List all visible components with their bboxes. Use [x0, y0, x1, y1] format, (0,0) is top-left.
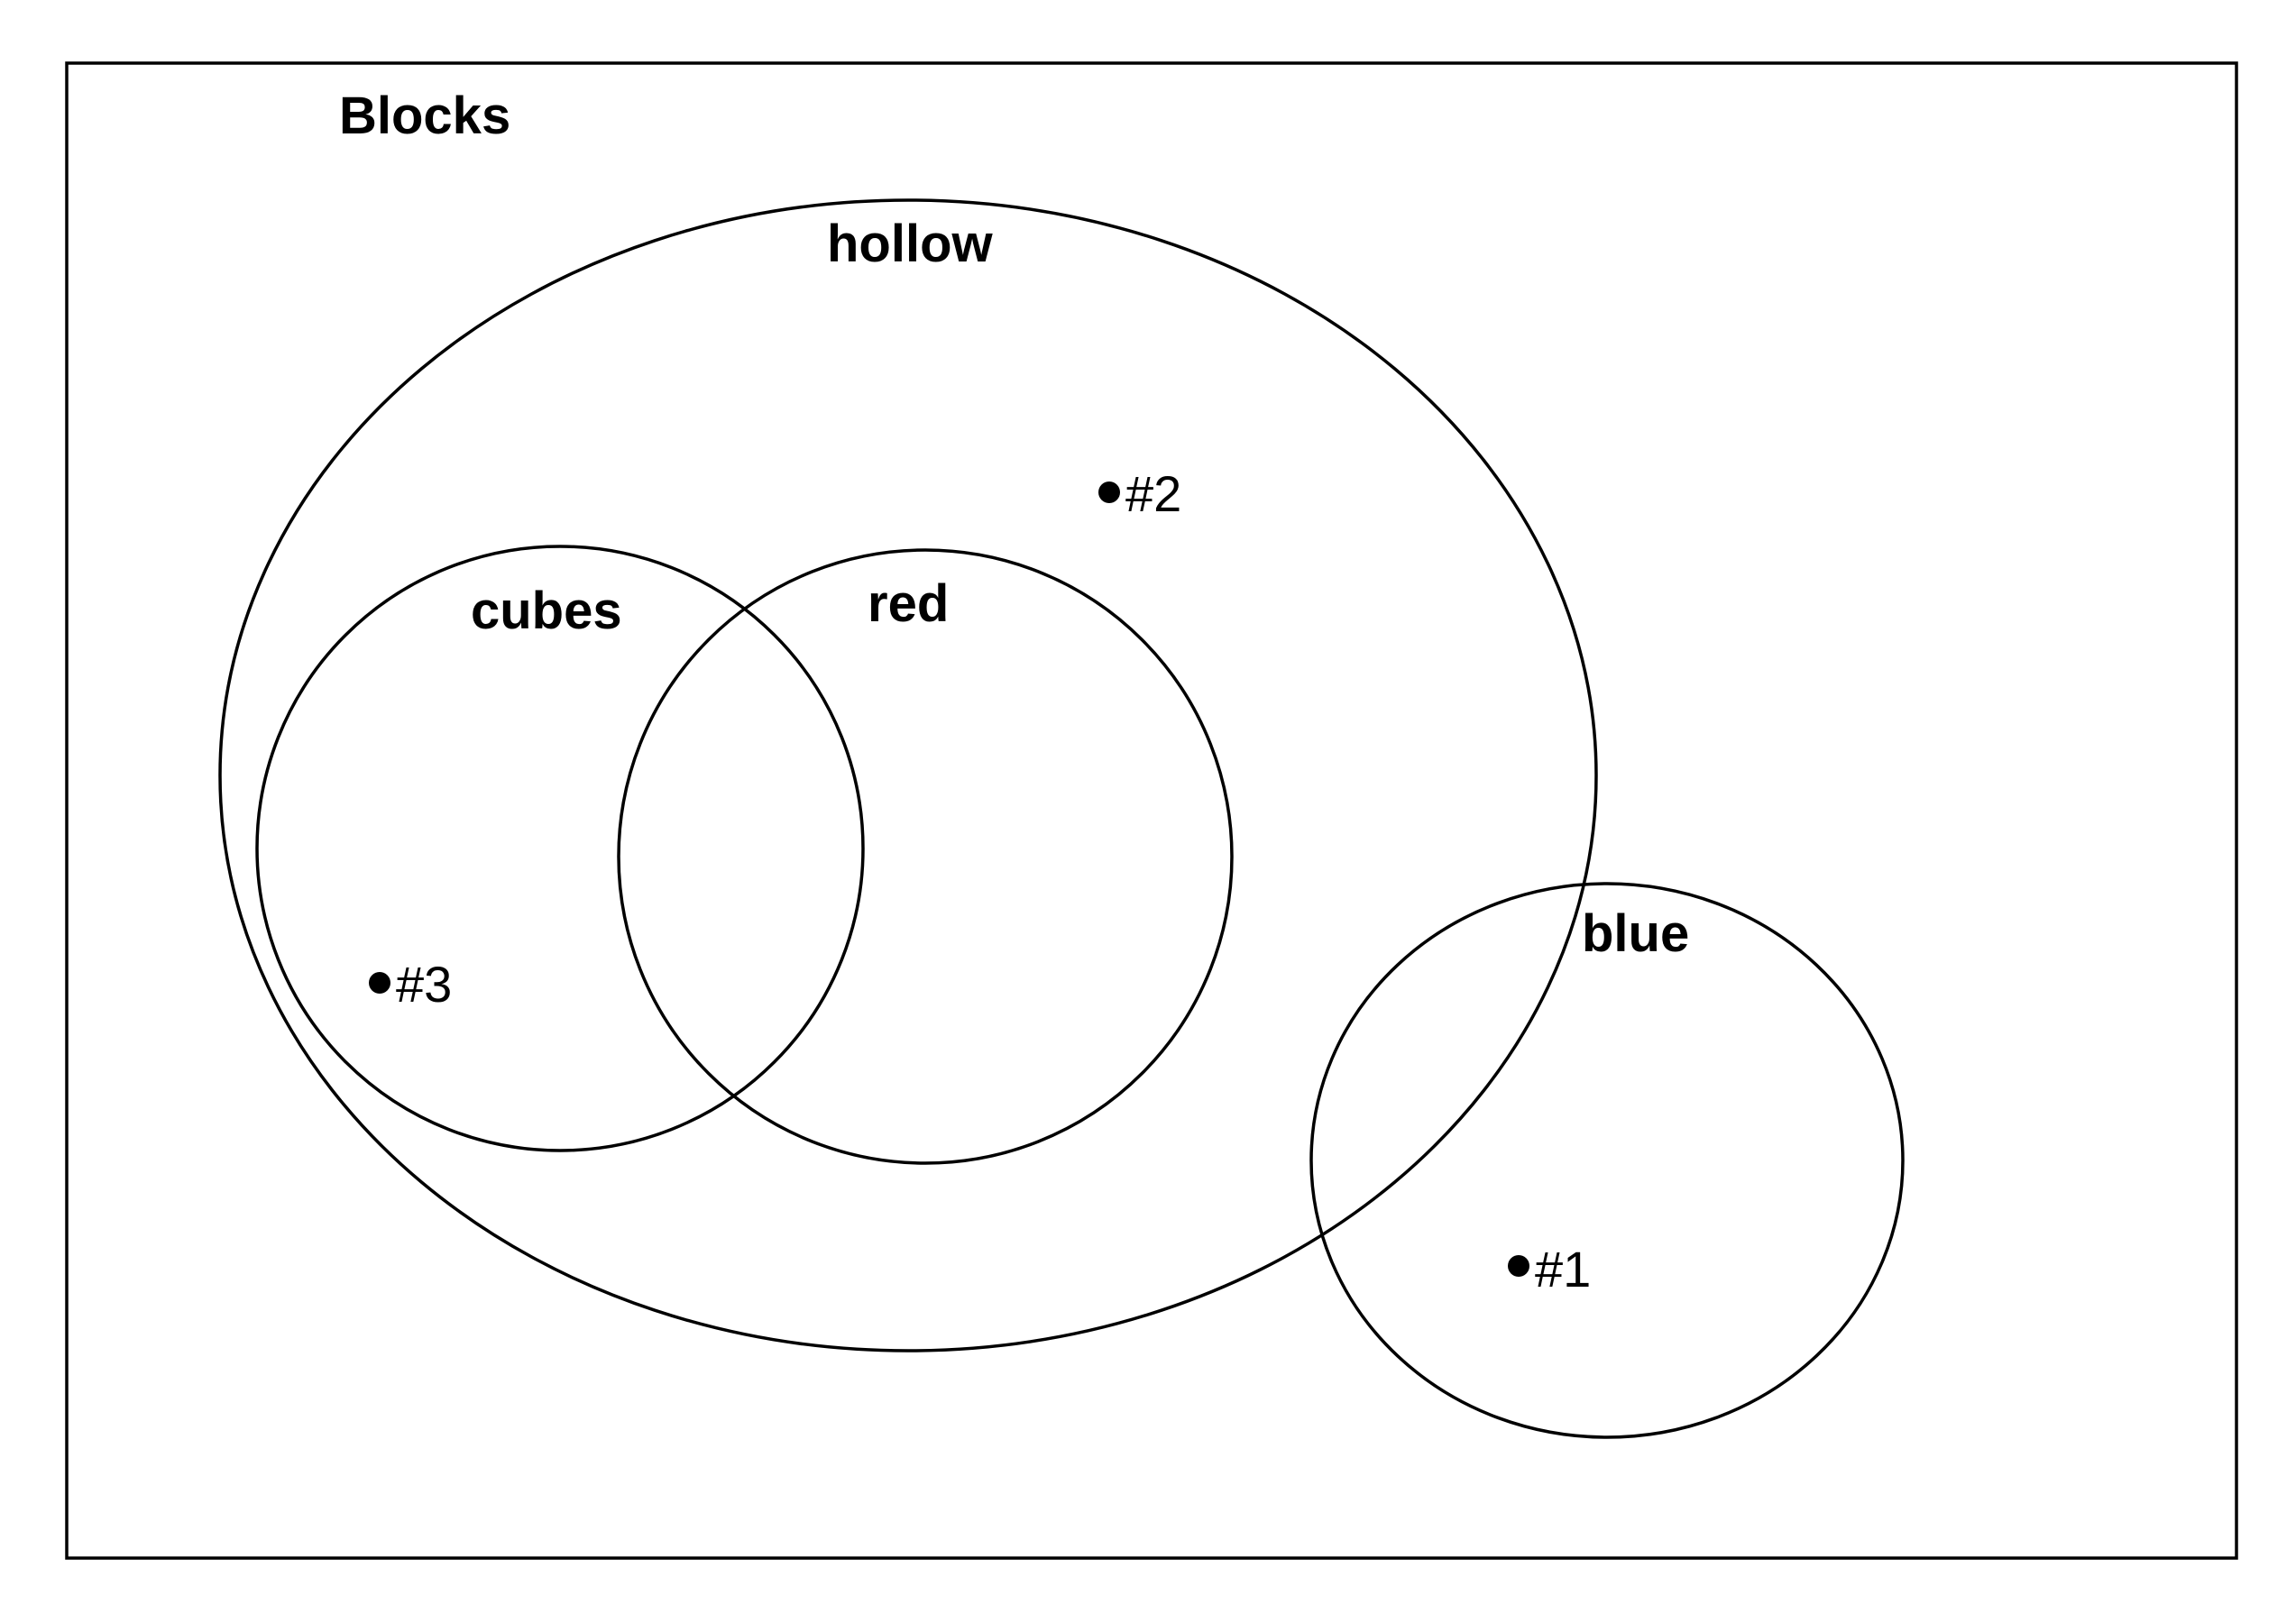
hollow-set: [218, 198, 1598, 1352]
cubes-set: [255, 545, 865, 1152]
red-label: red: [868, 574, 949, 633]
blocks-label: Blocks: [339, 87, 510, 145]
blue-set: [1309, 882, 1905, 1439]
point-3-label: #3: [396, 956, 452, 1013]
point-2-label: #2: [1125, 465, 1181, 522]
blue-label: blue: [1582, 904, 1689, 963]
blocks-universe-box: [65, 61, 2238, 1560]
hollow-label: hollow: [827, 215, 994, 273]
point-1-dot: [1508, 1255, 1529, 1277]
point-2-dot: [1098, 481, 1120, 503]
cubes-label: cubes: [471, 582, 622, 640]
point-1-label: #1: [1535, 1241, 1591, 1297]
red-set: [617, 548, 1234, 1165]
point-3-dot: [369, 972, 390, 994]
